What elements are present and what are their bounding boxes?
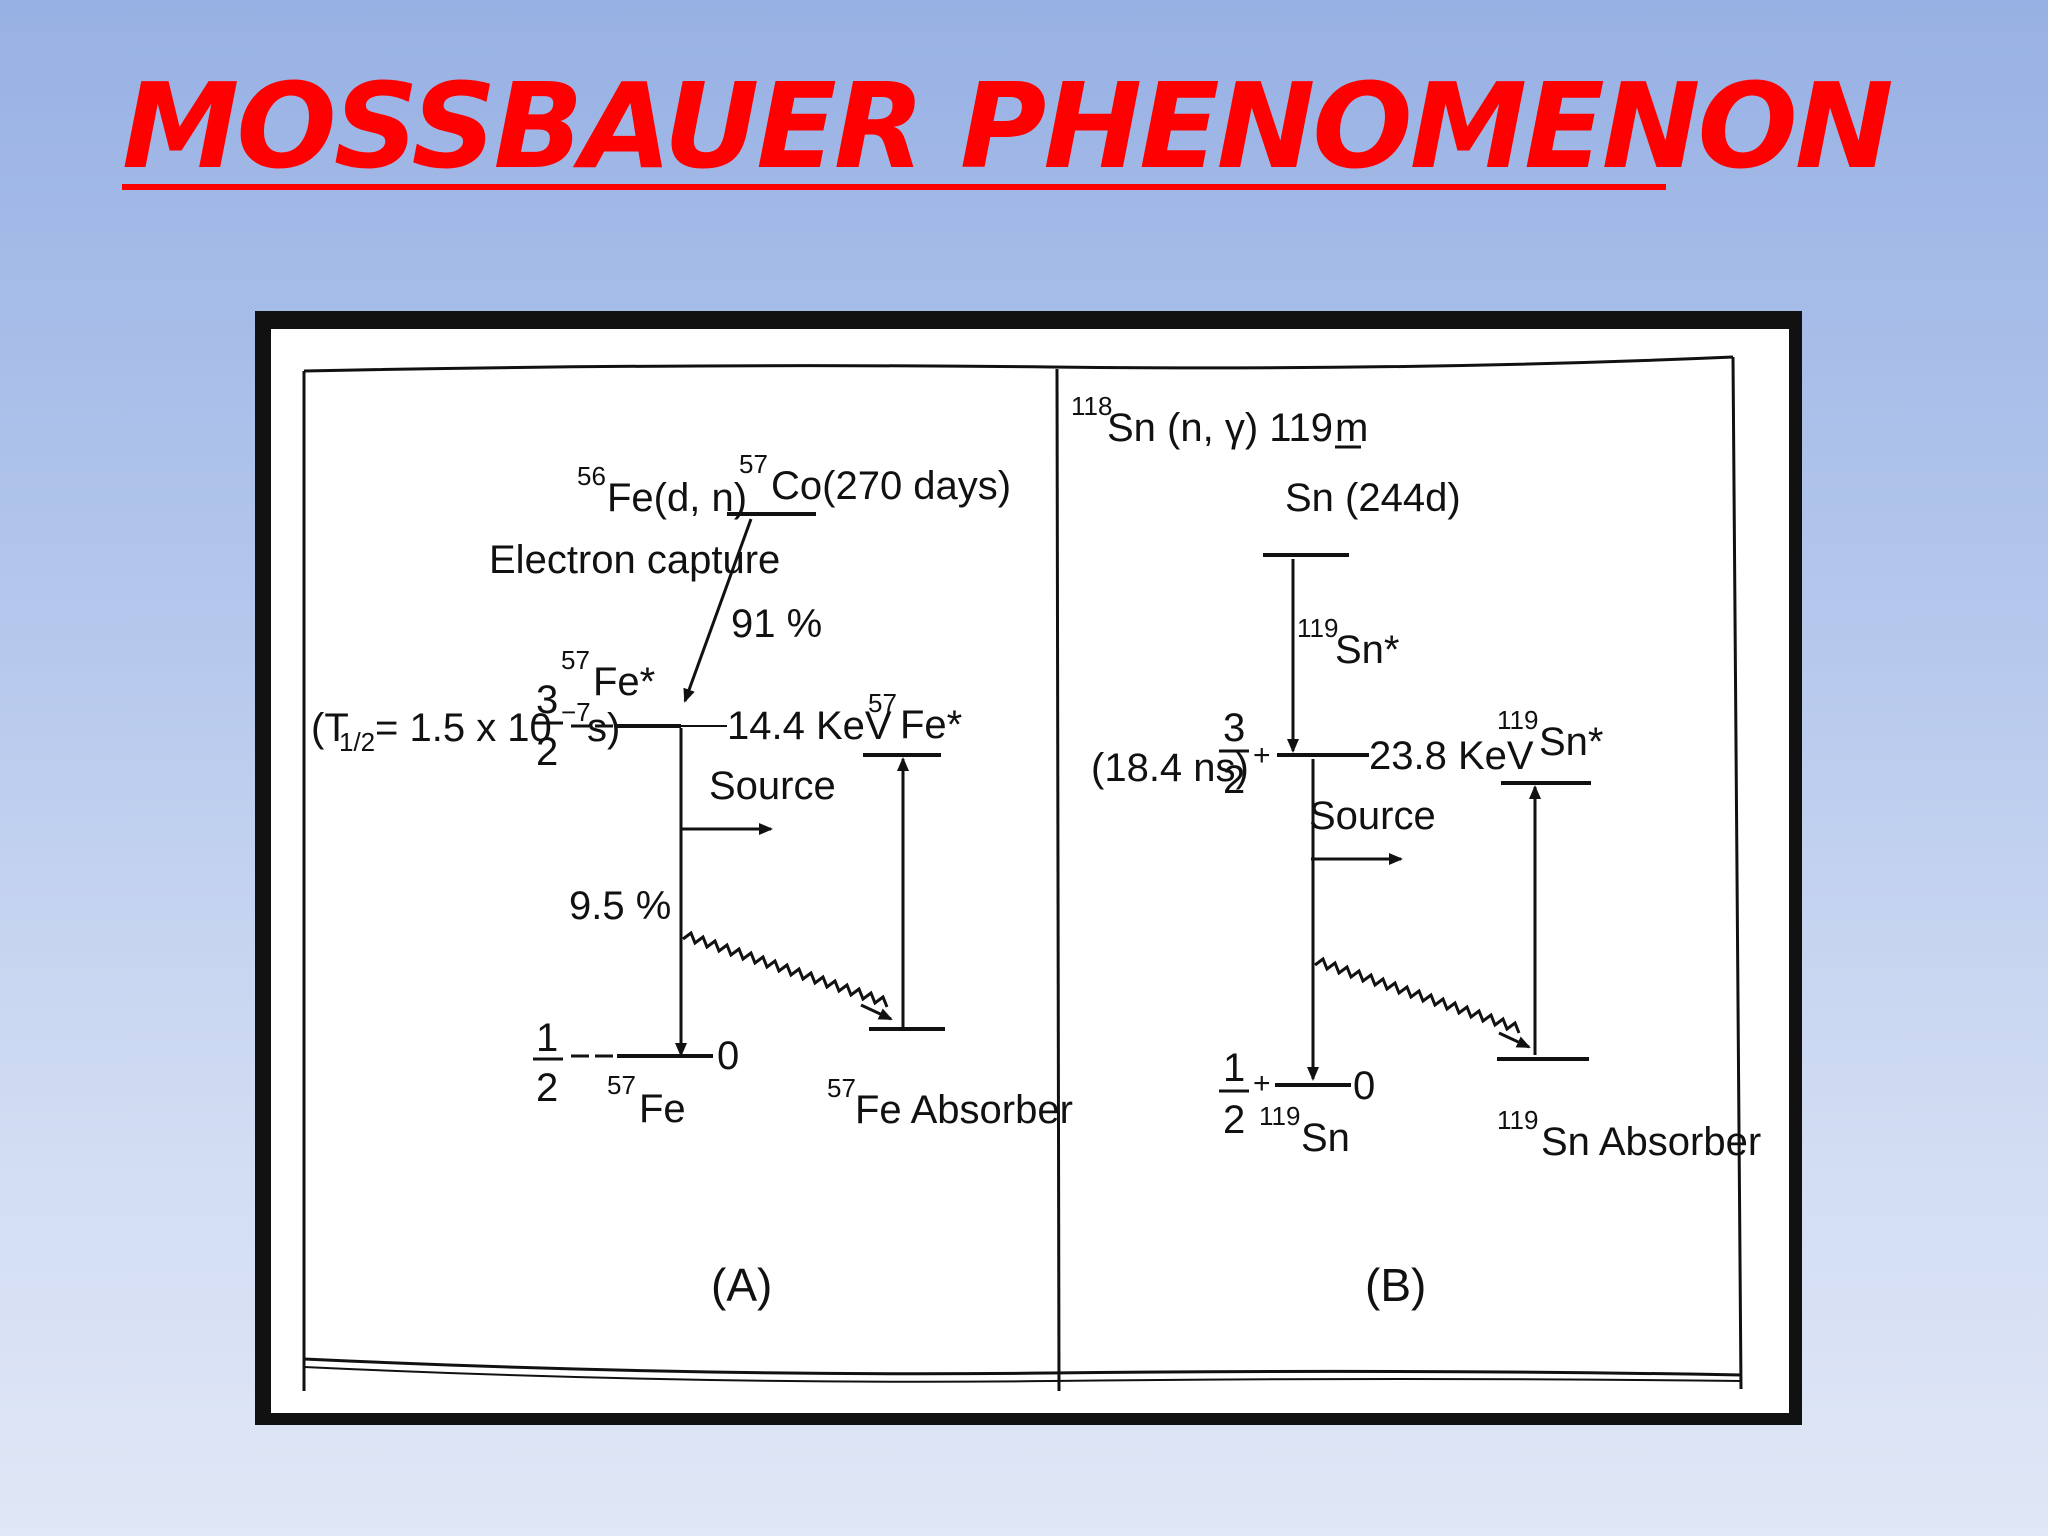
a-branch-percent: 9.5 % bbox=[569, 884, 671, 928]
a-caption: (A) bbox=[711, 1259, 772, 1311]
a-parent: Co(270 days) bbox=[771, 464, 1011, 508]
b-parity-ground: + bbox=[1253, 1067, 1271, 1100]
a-capture-arrow bbox=[683, 518, 753, 703]
b-ground-mass: 119 bbox=[1259, 1101, 1300, 1131]
bottom-border-line-2 bbox=[303, 1366, 1742, 1383]
b-absorber-excited: Sn* bbox=[1539, 720, 1604, 764]
a-halflife-value: = 1.5 x 10 bbox=[375, 706, 552, 750]
top-border-line bbox=[303, 355, 1734, 373]
b-caption: (B) bbox=[1365, 1259, 1426, 1311]
b-spin-ground-den: 2 bbox=[1223, 1098, 1245, 1142]
a-absorber-label: Fe Absorber bbox=[855, 1088, 1073, 1132]
page-border bbox=[302, 355, 1743, 1392]
a-gamma-wave-head bbox=[860, 1003, 893, 1021]
b-spin-ground-num: 1 bbox=[1223, 1046, 1245, 1090]
a-absorber-excited: Fe* bbox=[900, 703, 962, 747]
a-halflife-prefix: (T bbox=[311, 706, 349, 750]
b-production-target: Sn (n, γ) 119 bbox=[1107, 406, 1333, 450]
a-halflife-unit: s) bbox=[587, 706, 620, 750]
bottom-border-line bbox=[303, 1357, 1742, 1377]
a-absorber-excited-mass: 57 bbox=[868, 688, 897, 718]
b-absorber-mass: 119 bbox=[1497, 1105, 1538, 1135]
a-production-target: Fe(d, n) bbox=[607, 476, 747, 520]
b-excited-arrow-mass: 119 bbox=[1297, 613, 1338, 643]
b-absorber-excited-mass: 119 bbox=[1497, 705, 1538, 735]
panel-a: 56 Fe(d, n) 57 Co(270 days) Electron cap… bbox=[311, 449, 1073, 1311]
panel-b: 118 Sn (n, γ) 119 m Sn (244d) 119 Sn* (1… bbox=[1071, 391, 1761, 1311]
title-underline bbox=[122, 184, 1666, 190]
b-excited-arrow-label: Sn* bbox=[1335, 628, 1400, 672]
b-absorber-label: Sn Absorber bbox=[1541, 1120, 1761, 1164]
b-halflife: (18.4 ns) bbox=[1091, 746, 1249, 790]
b-source-label: Source bbox=[1309, 794, 1436, 838]
panel-divider bbox=[1055, 368, 1061, 1392]
b-parity-excited: + bbox=[1253, 739, 1271, 772]
a-gamma-wave bbox=[682, 930, 889, 1008]
figure-panel: 56 Fe(d, n) 57 Co(270 days) Electron cap… bbox=[271, 329, 1789, 1413]
a-ground-nuclide: Fe bbox=[639, 1087, 686, 1131]
a-source-label: Source bbox=[709, 764, 836, 808]
a-spin-excited-den: 2 bbox=[536, 730, 558, 774]
a-absorber-mass: 57 bbox=[827, 1073, 856, 1103]
a-ground-energy: 0 bbox=[717, 1034, 739, 1078]
a-spin-ground-den: 2 bbox=[536, 1066, 558, 1110]
a-excited-energy: 14.4 KeV bbox=[727, 704, 892, 748]
a-spin-excited-num: 3 bbox=[536, 678, 558, 722]
a-ground-mass: 57 bbox=[607, 1070, 636, 1100]
right-border-line bbox=[1731, 356, 1743, 1390]
a-excited-mass: 57 bbox=[561, 645, 590, 675]
b-ground-nuclide: Sn bbox=[1301, 1116, 1350, 1160]
b-ground-energy: 0 bbox=[1353, 1064, 1375, 1108]
a-capture-percent: 91 % bbox=[731, 602, 822, 646]
a-halflife-exp: −7 bbox=[561, 697, 591, 727]
b-spin-excited-num: 3 bbox=[1223, 706, 1245, 750]
figure-frame: 56 Fe(d, n) 57 Co(270 days) Electron cap… bbox=[255, 311, 1802, 1425]
b-parent: Sn (244d) bbox=[1285, 476, 1461, 520]
slide-title: MOSSBAUER PHENOMENON bbox=[122, 57, 1894, 195]
b-gamma-wave bbox=[1314, 956, 1521, 1034]
a-target-mass: 56 bbox=[577, 461, 606, 491]
a-spin-ground-num: 1 bbox=[536, 1016, 558, 1060]
b-production-m: m bbox=[1335, 406, 1368, 450]
mossbauer-decay-diagram: 56 Fe(d, n) 57 Co(270 days) Electron cap… bbox=[302, 355, 1761, 1392]
b-excited-energy: 23.8 KeV bbox=[1369, 734, 1534, 778]
a-halflife-sub: 1/2 bbox=[339, 727, 375, 757]
b-target-mass: 118 bbox=[1071, 391, 1112, 421]
a-parent-mass: 57 bbox=[739, 449, 768, 479]
b-gamma-wave-head bbox=[1498, 1031, 1531, 1049]
a-excited-nuclide: Fe* bbox=[593, 660, 655, 704]
b-spin-excited-den: 2 bbox=[1223, 758, 1245, 802]
